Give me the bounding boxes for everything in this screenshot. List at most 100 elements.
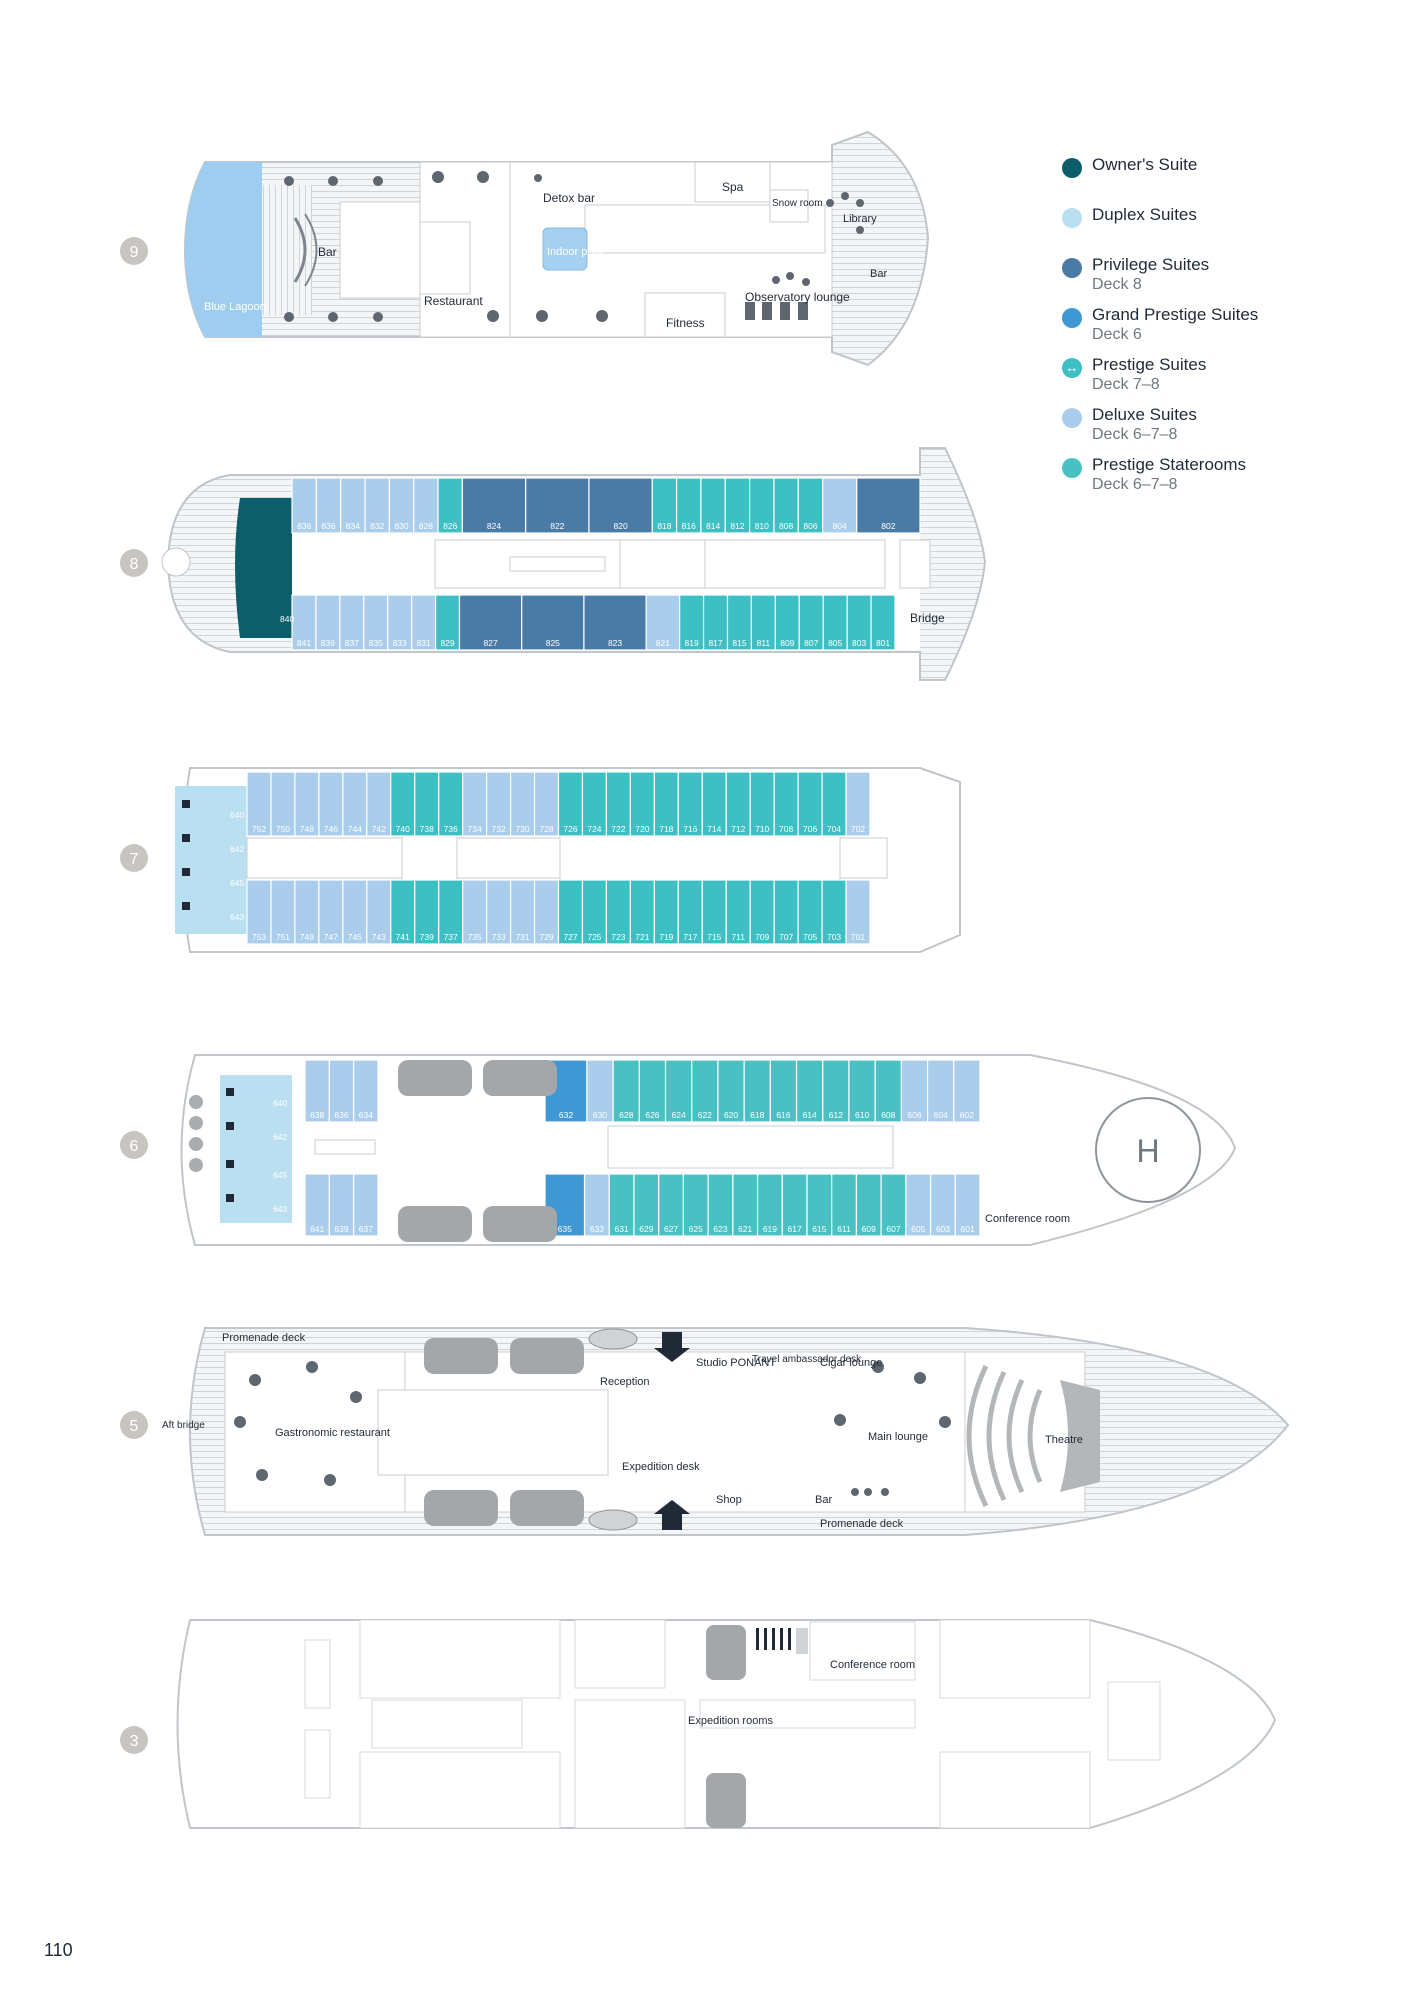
cabin-number: 821	[656, 638, 670, 648]
cabin-number: 737	[444, 932, 458, 942]
cabin	[831, 1173, 858, 1237]
cabin-number: 828	[419, 521, 433, 531]
cabin-number: 716	[683, 824, 697, 834]
cabin-number: 829	[440, 638, 454, 648]
cabin-number: 753	[252, 932, 266, 942]
bridge-label: Bridge	[910, 611, 945, 625]
cabin-number: 838	[297, 521, 311, 531]
legend-name: Grand Prestige Suites	[1092, 305, 1259, 324]
cabin	[583, 1173, 610, 1237]
main-lounge-label: Main lounge	[868, 1431, 928, 1443]
deck-8-corridor-mid	[509, 556, 606, 572]
cabin	[291, 477, 317, 534]
cabin-number: 607	[886, 1224, 900, 1234]
circle-icon	[1062, 308, 1082, 328]
deck-7-stair-box	[401, 834, 458, 884]
snow-room	[769, 189, 809, 223]
cabin-number: 601	[961, 1224, 975, 1234]
cabin-number: 824	[487, 521, 501, 531]
cabin-number: 837	[345, 638, 359, 648]
cabin-number: 624	[672, 1110, 686, 1120]
cabin-number: 620	[724, 1110, 738, 1120]
cabin-number: 743	[372, 932, 386, 942]
deck-8-stair-box	[619, 539, 706, 589]
cabin-number: 839	[321, 638, 335, 648]
snow-room-label: Snow room	[772, 198, 823, 209]
cabin-number: 603	[936, 1224, 950, 1234]
cabin-number: 602	[960, 1110, 974, 1120]
cabin-number: 741	[396, 932, 410, 942]
entry-arrow-down	[654, 1332, 690, 1362]
deck-6-cars	[398, 1060, 557, 1242]
cabin-number: 612	[829, 1110, 843, 1120]
cabin-number: 629	[639, 1224, 653, 1234]
circle-icon	[1062, 458, 1082, 478]
deck-5: Promenade deck Promenade deck Aft bridge…	[120, 1327, 1290, 1536]
circle-icon	[1062, 258, 1082, 278]
blue-lagoon-pool	[185, 162, 262, 337]
cabin-number: 831	[417, 638, 431, 648]
cabin	[717, 1059, 745, 1123]
cabin-number: 633	[590, 1224, 604, 1234]
cabin-number: 752	[252, 824, 266, 834]
deck-5-cars	[424, 1338, 584, 1526]
cabin-number: 632	[559, 1110, 573, 1120]
deck-9-bar-block	[339, 201, 421, 299]
deck-5-zodiacs	[588, 1328, 638, 1531]
cabin-number: 717	[683, 932, 697, 942]
cabin-number: 631	[615, 1224, 629, 1234]
fitness-label: Fitness	[666, 316, 705, 330]
cabin-number: 835	[369, 638, 383, 648]
cabin-number: 643	[273, 1204, 287, 1214]
cabin	[340, 477, 366, 534]
cabin-number: 730	[515, 824, 529, 834]
cabin-number: 701	[851, 932, 865, 942]
cabin-number: 608	[881, 1110, 895, 1120]
helipad	[1095, 1097, 1201, 1203]
cabin-number: 723	[611, 932, 625, 942]
cabin-number: 816	[682, 521, 696, 531]
cabin-number: 636	[334, 1110, 348, 1120]
stairs-icon	[182, 800, 190, 808]
spa-label: Spa	[722, 180, 744, 194]
circle-icon	[1062, 158, 1082, 178]
detox-bar-label: Detox bar	[543, 191, 595, 205]
deck-7-badge	[120, 844, 148, 872]
deck-9-badge	[120, 237, 148, 265]
cabin-number: 617	[788, 1224, 802, 1234]
cabin-number: 807	[804, 638, 818, 648]
deck-3-lockers	[756, 1628, 791, 1650]
cabin-number: 726	[563, 824, 577, 834]
deck-6-conference-label: Conference room	[985, 1213, 1070, 1225]
cabin	[353, 1059, 379, 1123]
cabin-number: 748	[300, 824, 314, 834]
cabin-number: 720	[635, 824, 649, 834]
cabin-number: 704	[827, 824, 841, 834]
cabin-number: 740	[396, 824, 410, 834]
cabin	[682, 1173, 709, 1237]
cabin-number: 745	[348, 932, 362, 942]
deck-5-bar-label: Bar	[815, 1494, 832, 1506]
cabin-number: 735	[468, 932, 482, 942]
cabin-number: 706	[803, 824, 817, 834]
cabin-number: 641	[310, 1224, 324, 1234]
cabin-number: 640	[273, 1098, 287, 1108]
cabin	[870, 594, 896, 651]
cabin-number: 806	[803, 521, 817, 531]
cabin-number: 719	[659, 932, 673, 942]
cabin-number: 614	[803, 1110, 817, 1120]
deck-3: Conference room Expedition rooms 3	[120, 1619, 1277, 1829]
cabin	[773, 477, 799, 534]
cabin-number: 627	[664, 1224, 678, 1234]
cabin-number: 621	[738, 1224, 752, 1234]
cabin-number: 643	[230, 912, 244, 922]
cabin-number: 616	[776, 1110, 790, 1120]
cabin-number: 834	[346, 521, 360, 531]
cabin	[525, 477, 590, 534]
bar-counter-curve-2	[304, 213, 318, 287]
cabin	[749, 477, 775, 534]
